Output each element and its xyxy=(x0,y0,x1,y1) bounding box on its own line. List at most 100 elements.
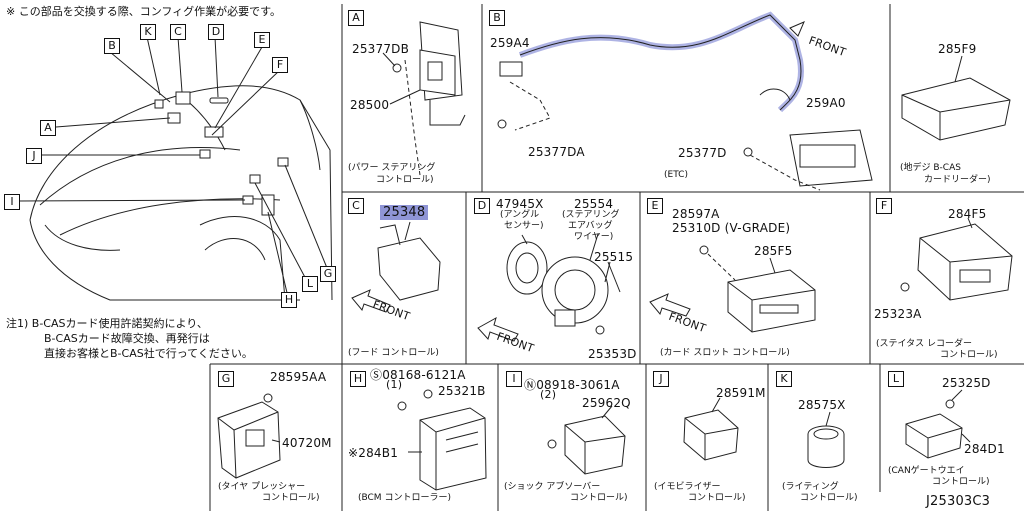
callout-k[interactable]: K xyxy=(140,24,156,40)
panel-h-tag: H xyxy=(350,371,366,387)
part-25321b[interactable]: 25321B xyxy=(438,384,486,398)
panel-f-caption-2: コントロール) xyxy=(940,350,998,360)
panel-g-caption-1: (タイヤ プレッシャー xyxy=(218,482,306,492)
part-25348[interactable]: 25348 xyxy=(380,205,429,220)
callout-h[interactable]: H xyxy=(281,292,297,308)
part-285f5[interactable]: 285F5 xyxy=(754,244,793,258)
panel-i-caption-2: コントロール) xyxy=(570,493,628,503)
part-25348-label[interactable]: 25348 xyxy=(380,205,429,220)
panel-c-tag: C xyxy=(348,198,364,214)
callout-g[interactable]: G xyxy=(320,266,336,282)
part-47945x[interactable]: 47945X xyxy=(496,197,544,211)
panel-j-caption-1: (イモビライザー xyxy=(654,482,721,492)
part-25323a[interactable]: 25323A xyxy=(874,307,922,321)
callout-i[interactable]: I xyxy=(4,194,20,210)
car-outline xyxy=(17,36,333,301)
footnote-line-2: B-CASカード故障交換、再発行は xyxy=(44,332,210,345)
panel-h-caption: (BCM コントローラー) xyxy=(358,493,451,503)
part-259a4[interactable]: 259A4 xyxy=(490,36,530,50)
part-25310d[interactable]: 25310D (V-GRADE) xyxy=(672,221,791,235)
part-25515[interactable]: 25515 xyxy=(594,250,634,264)
part-25554-sub-2: エアバッグ xyxy=(568,221,613,231)
panel-e-caption: (カード スロット コントロール) xyxy=(660,348,790,358)
part-25377db[interactable]: 25377DB xyxy=(352,42,410,56)
panel-a-caption-1: (パワー ステアリング xyxy=(348,163,436,173)
panel-b-caption: (ETC) xyxy=(664,170,688,180)
part-47945x-sub-2: センサー) xyxy=(504,221,544,231)
panel-a-caption-2: コントロール) xyxy=(376,175,434,185)
panel-l-caption-1: (CANゲートウエイ xyxy=(888,466,965,476)
part-40720m[interactable]: 40720M xyxy=(282,436,332,450)
panel-j-caption-2: コントロール) xyxy=(688,493,746,503)
panel-i-tag: I xyxy=(506,371,522,387)
part-08168-6121a[interactable]: Ⓢ08168-6121A xyxy=(370,368,466,382)
callout-l[interactable]: L xyxy=(302,276,318,292)
panel-k-tag: K xyxy=(776,371,792,387)
panel-b-tag: B xyxy=(489,10,505,26)
part-285f9[interactable]: 285F9 xyxy=(938,42,977,56)
panel-a-tag: A xyxy=(348,10,364,26)
footnote-line-1: 注1) B-CASカード使用許諾契約により、 xyxy=(6,317,208,330)
part-08918-3061a-qty: (2) xyxy=(540,388,557,401)
part-28591m[interactable]: 28591M xyxy=(716,386,766,400)
panel-285f9-caption-1: (地デジ B-CAS xyxy=(900,163,961,173)
part-25554-sub-3: ワイヤー) xyxy=(574,232,614,242)
panel-e-tag: E xyxy=(647,198,663,214)
config-note: ※ この部品を交換する際、コンフィグ作業が必要です。 xyxy=(6,5,282,18)
panel-l-caption-2: コントロール) xyxy=(932,477,990,487)
part-284b1[interactable]: ※284B1 xyxy=(348,446,399,460)
part-25377d[interactable]: 25377D xyxy=(678,146,727,160)
part-25962q[interactable]: 25962Q xyxy=(582,396,631,410)
panel-g-caption-2: コントロール) xyxy=(262,493,320,503)
part-25554[interactable]: 25554 xyxy=(574,197,614,211)
part-284d1[interactable]: 284D1 xyxy=(964,442,1005,456)
panel-c-caption: (フード コントロール) xyxy=(348,348,439,358)
callout-f[interactable]: F xyxy=(272,57,288,73)
part-284f5[interactable]: 284F5 xyxy=(948,207,987,221)
panel-k-caption-2: コントロール) xyxy=(800,493,858,503)
callout-j[interactable]: J xyxy=(26,148,42,164)
panel-f-tag: F xyxy=(876,198,892,214)
callout-b[interactable]: B xyxy=(104,38,120,54)
panel-j-tag: J xyxy=(653,371,669,387)
panel-l-tag: L xyxy=(888,371,904,387)
callout-e[interactable]: E xyxy=(254,32,270,48)
part-28500[interactable]: 28500 xyxy=(350,98,390,112)
part-259a0[interactable]: 259A0 xyxy=(806,96,846,110)
part-25353d[interactable]: 25353D xyxy=(588,347,637,361)
panel-g-tag: G xyxy=(218,371,234,387)
callout-c[interactable]: C xyxy=(170,24,186,40)
part-28575x[interactable]: 28575X xyxy=(798,398,846,412)
callout-d[interactable]: D xyxy=(208,24,224,40)
footnote-line-3: 直接お客様とB-CAS社で行ってください。 xyxy=(44,347,253,360)
part-25377da[interactable]: 25377DA xyxy=(528,145,585,159)
panel-285f9-caption-2: カードリーダー) xyxy=(924,175,991,185)
diagram-code: J25303C3 xyxy=(926,494,991,509)
part-28595aa[interactable]: 28595AA xyxy=(270,370,327,384)
callout-a[interactable]: A xyxy=(40,120,56,136)
part-08168-6121a-qty: (1) xyxy=(386,378,403,391)
part-25325d[interactable]: 25325D xyxy=(942,376,991,390)
panel-f-caption-1: (ステイタス レコーダー xyxy=(876,339,973,349)
part-28597a[interactable]: 28597A xyxy=(672,207,720,221)
panel-k-caption-1: (ライティング xyxy=(782,482,839,492)
part-47945x-sub-1: (アングル xyxy=(500,210,540,220)
part-25554-sub-1: (ステアリング xyxy=(562,210,620,220)
panel-i-caption-1: (ショック アブソーバー xyxy=(504,482,601,492)
panel-d-tag: D xyxy=(474,198,490,214)
part-08918-3061a[interactable]: Ⓝ08918-3061A xyxy=(524,378,620,392)
